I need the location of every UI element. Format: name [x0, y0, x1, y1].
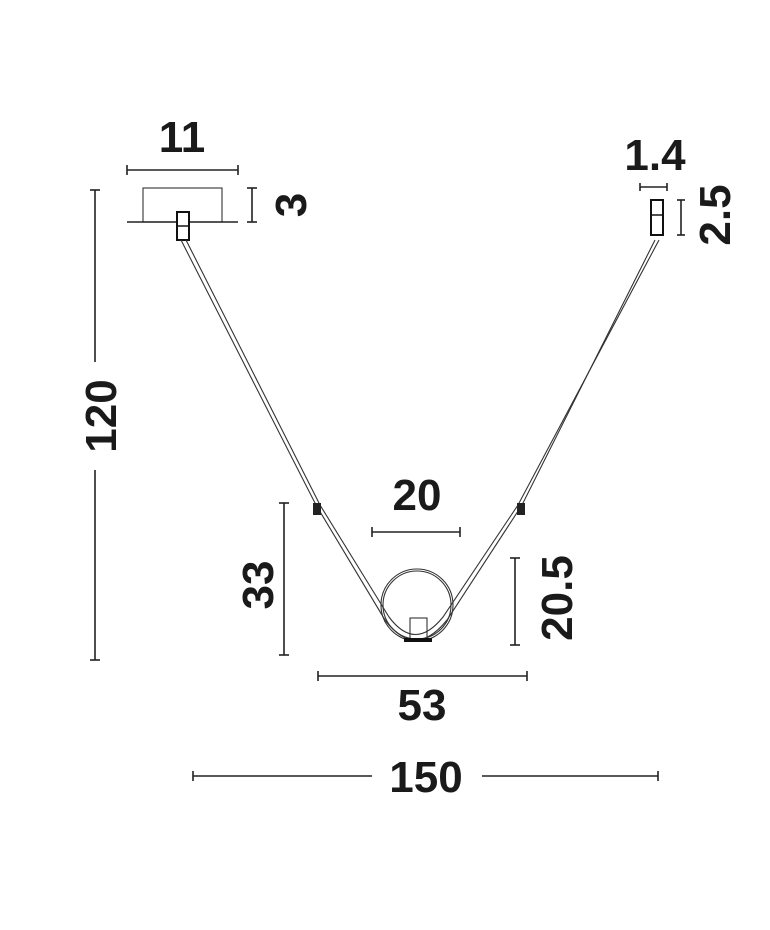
label-globe-height: 20.5 [533, 555, 582, 641]
label-loop-height: 33 [234, 561, 283, 610]
right-connector [650, 199, 664, 236]
label-globe-width: 20 [393, 471, 442, 520]
label-canopy-height: 3 [267, 193, 316, 217]
label-total-width: 150 [389, 753, 462, 802]
label-loop-width: 53 [398, 681, 447, 730]
glass-globe [380, 568, 454, 642]
label-total-height: 120 [77, 379, 126, 452]
left-canopy [127, 187, 238, 241]
label-connector-width: 1.4 [624, 131, 686, 180]
label-connector-height: 2.5 [691, 184, 740, 245]
label-canopy-width: 11 [159, 113, 206, 162]
dimension-lines [90, 165, 685, 781]
